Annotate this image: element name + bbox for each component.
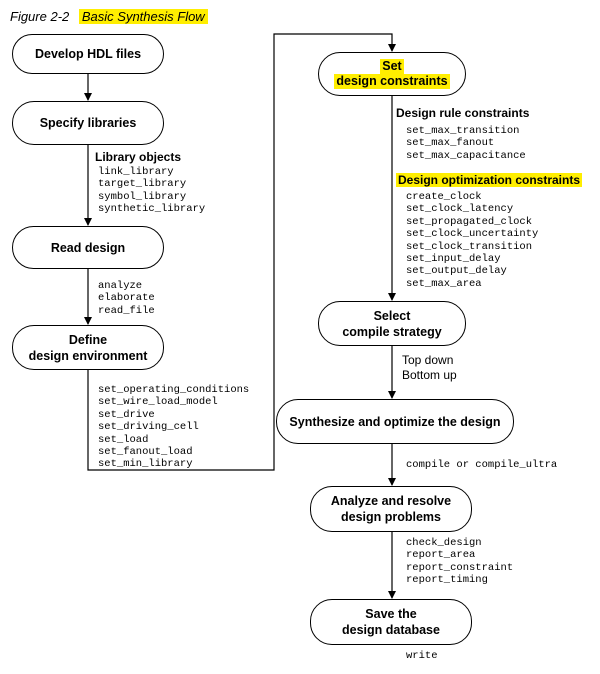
save-label-line1: Save the [365,607,417,621]
synthesize-box: Synthesize and optimize the design [276,399,514,444]
optimization-command: set_input_delay [406,252,501,265]
analyze-label-line2: design problems [340,510,442,524]
environment-command: set_fanout_load [98,445,193,458]
analyze-box: Analyze and resolve design problems [310,486,472,532]
set-constraints-box: Set design constraints [318,52,466,96]
environment-command: set_min_library [98,458,193,471]
library-item: target_library [98,178,187,191]
define-label-line2: design environment [28,348,148,363]
read-design-label: Read design [50,240,126,255]
figure-title: Basic Synthesis Flow [78,9,208,24]
develop-hdl-label: Develop HDL files [34,47,142,61]
select-label-line2: compile strategy [342,324,442,339]
design-rule-heading: Design rule constraints [396,106,530,120]
analyze-command: report_timing [406,574,488,587]
set-label-line2: design constraints [334,74,450,89]
optimization-command: set_max_area [406,277,482,290]
develop-hdl-box: Develop HDL files [12,34,164,74]
define-environment-box: Define design environment [12,325,164,370]
strategy-option: Bottom up [402,368,457,382]
read-command: analyze [98,280,143,292]
optimization-command: set_propagated_clock [406,215,533,228]
save-command: write [406,650,438,662]
read-command: elaborate [98,292,155,305]
define-label-line1: Define [68,332,108,347]
library-objects-list: link_library target_library symbol_libra… [98,166,205,216]
design-optimization-list: create_clock set_clock_latency set_propa… [406,191,538,290]
library-objects-heading: Library objects [95,150,182,164]
library-item: symbol_library [98,190,187,203]
optimization-command: set_clock_transition [406,240,533,253]
environment-command: set_drive [98,408,155,421]
optimization-command: set_clock_latency [406,203,514,216]
specify-libraries-label: Specify libraries [39,116,137,130]
figure-caption: Figure 2-2 Basic Synthesis Flow [10,9,208,24]
environment-commands-list: set_operating_conditions set_wire_load_m… [98,384,249,471]
arrow-define-to-set [87,33,396,471]
analyze-command: check_design [406,537,482,549]
read-design-box: Read design [12,226,164,269]
optimization-command: set_clock_uncertainty [406,228,539,241]
analyze-commands-list: check_design report_area report_constrai… [406,537,513,587]
select-strategy-box: Select compile strategy [318,301,466,346]
figure-number: Figure 2-2 [10,9,70,24]
compile-commands: compile or compile_ultra [406,459,558,471]
synthesize-label: Synthesize and optimize the design [289,414,501,429]
optimization-command: set_output_delay [406,265,507,278]
strategy-option: Top down [402,353,454,367]
environment-command: set_driving_cell [98,421,199,434]
environment-command: set_operating_conditions [98,384,250,396]
save-label-line2: design database [342,623,440,637]
strategy-options: Top down Bottom up [402,353,457,383]
environment-command: set_load [98,433,149,446]
library-item: link_library [98,166,174,178]
design-optimization-heading: Design optimization constraints [396,173,583,187]
read-commands-list: analyze elaborate read_file [98,280,155,317]
optimization-command: create_clock [406,191,482,203]
analyze-command: report_constraint [406,561,514,574]
select-label-line1: Select [373,308,411,323]
set-label-line1: Set [380,59,404,74]
design-rule-command: set_max_capacitance [406,149,526,162]
design-rule-list: set_max_transition set_max_fanout set_ma… [406,125,526,162]
read-command: read_file [98,304,155,317]
specify-libraries-box: Specify libraries [12,101,164,145]
analyze-label-line1: Analyze and resolve [330,494,452,508]
design-rule-command: set_max_fanout [406,137,495,150]
library-item: synthetic_library [98,203,206,216]
environment-command: set_wire_load_model [98,396,218,409]
analyze-command: report_area [406,549,476,562]
design-rule-command: set_max_transition [406,125,520,137]
save-box: Save the design database [310,599,472,645]
